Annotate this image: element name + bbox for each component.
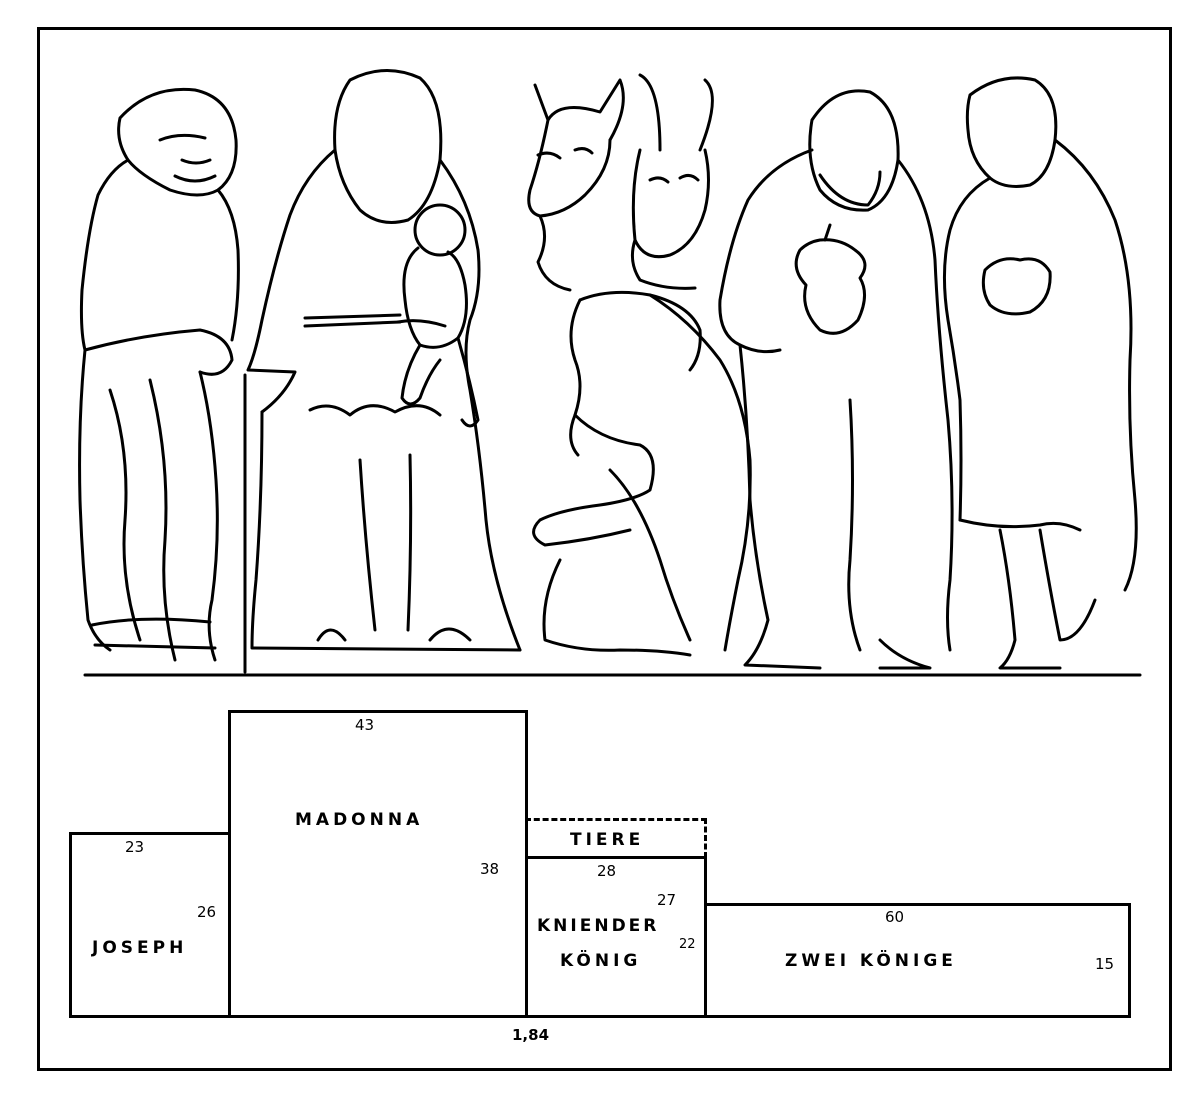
joseph-block [69,832,231,1018]
relief-drawing [78,68,1142,677]
total-width-dimension: 1,84 [512,1026,550,1044]
figure-frame [37,27,1172,1071]
joseph-figure [78,87,247,674]
tiere-block [525,818,707,858]
donkey-figure [630,73,714,290]
joseph-height-dimension: 26 [197,903,217,921]
madonna-figure [246,68,522,652]
standing-king-1-figure [718,89,954,670]
kniender-height-dimension-top: 27 [657,891,677,909]
madonna-width-dimension: 43 [355,716,375,734]
ox-figure [527,78,625,292]
kniender-height-dimension-side: 22 [679,937,696,952]
kniender-label-line2: KÖNIG [560,951,642,971]
kniender-label-line1: KNIENDER [537,916,660,936]
tiere-label: TIERE [570,830,645,850]
madonna-height-dimension: 38 [480,860,500,878]
kneeling-king-figure [532,290,752,657]
zwei-height-dimension: 15 [1095,955,1115,973]
joseph-label: JOSEPH [92,938,188,958]
joseph-width-dimension: 23 [125,838,145,856]
zwei-width-dimension: 60 [885,908,905,926]
child-figure [396,203,480,428]
standing-king-2-figure [942,76,1138,670]
zwei-koenige-block [704,903,1131,1018]
zwei-koenige-label: ZWEI KÖNIGE [785,951,957,971]
kniender-width-dimension: 28 [597,862,617,880]
madonna-label: MADONNA [295,810,424,830]
